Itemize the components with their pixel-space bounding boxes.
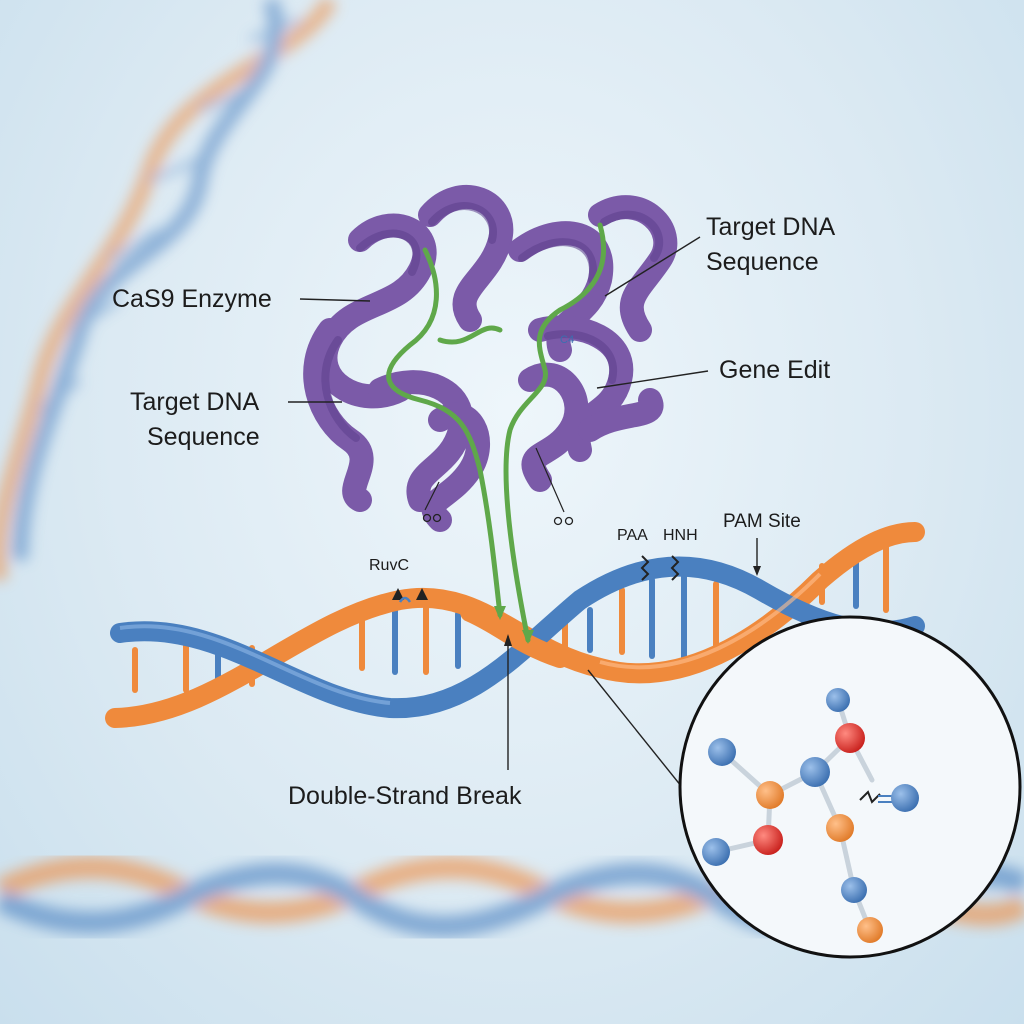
target-dna-right-line2: Sequence <box>706 248 819 276</box>
atom <box>702 838 730 866</box>
atom <box>891 784 919 812</box>
base-pairs <box>132 543 889 693</box>
right-scissors-icon <box>535 447 574 526</box>
ruvc-cut-marker <box>392 588 428 603</box>
hnh-label: HNH <box>663 527 698 544</box>
target-dna-left-line1: Target DNA <box>130 388 260 416</box>
molecular-zoom-inset <box>678 615 1022 959</box>
main-dna-helix <box>105 522 925 728</box>
ruvc-label: RuvC <box>369 557 409 574</box>
atom <box>756 781 784 809</box>
helix-tag: C4 <box>560 334 574 346</box>
blue-strand <box>110 556 925 719</box>
double-strand-break-label: Double-Strand Break <box>288 782 522 810</box>
atom <box>841 877 867 903</box>
atom <box>800 757 830 787</box>
atom <box>857 917 883 943</box>
atom <box>826 814 854 842</box>
background-dna-diagonal <box>0 0 338 580</box>
guide-rna-arrowheads <box>494 606 534 644</box>
atom <box>708 738 736 766</box>
atom <box>753 825 783 855</box>
cas9-protein <box>303 185 678 532</box>
atom <box>835 723 865 753</box>
paa-label: PAA <box>617 527 648 544</box>
gene-edit-label: Gene Edit <box>719 356 830 384</box>
pam-site-label: PAM Site <box>723 511 801 532</box>
labels: CaS9 Enzyme Target DNA Sequence Target D… <box>112 213 836 810</box>
cas9-enzyme-label: CaS9 Enzyme <box>112 285 272 313</box>
left-scissors-icon <box>422 481 442 523</box>
guide-rna <box>386 222 607 643</box>
hnh-cut-marker <box>640 555 680 581</box>
atom <box>826 688 850 712</box>
target-dna-right-line1: Target DNA <box>706 213 836 241</box>
target-dna-left-line2: Sequence <box>147 423 260 451</box>
